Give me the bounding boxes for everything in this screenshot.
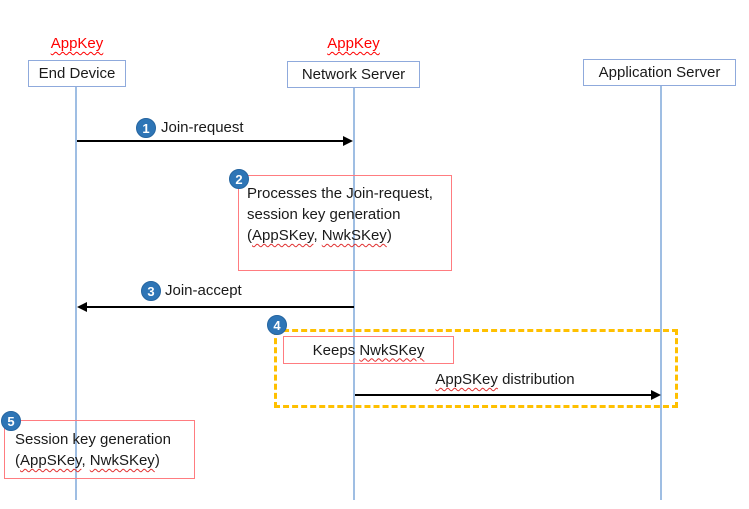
- process-note-line-3: (AppSKey, NwkSKey): [247, 225, 451, 246]
- join-request-label: Join-request: [161, 119, 244, 136]
- keeps-nwkskey-box: Keeps NwkSKey: [283, 336, 454, 364]
- paren-close: ): [154, 452, 160, 469]
- join-accept-arrowhead: [77, 302, 87, 312]
- process-note-line-2: session key generation: [247, 206, 401, 223]
- paren-open: (: [247, 227, 252, 244]
- step-3-badge: 3: [141, 281, 161, 301]
- session-key-note-box: Session key generation (AppSKey, NwkSKey…: [4, 420, 195, 479]
- actor-box-network-server: Network Server: [287, 61, 420, 88]
- appskey-term: AppSKey: [20, 452, 82, 469]
- lifeline-application-server: [660, 86, 662, 500]
- session-note-line-2: (AppSKey, NwkSKey): [15, 450, 194, 471]
- keeps-nwkskey-text: Keeps NwkSKey: [313, 342, 425, 359]
- step-1-badge: 1: [136, 118, 156, 138]
- appskey-term: AppSKey: [252, 227, 314, 244]
- appskey-distribution-label: AppSKey distribution: [355, 371, 655, 388]
- separator: ,: [81, 452, 90, 469]
- join-accept-label: Join-accept: [165, 282, 242, 299]
- appkey-label-end-device: AppKey: [50, 35, 104, 52]
- appskey-term: AppSKey: [435, 371, 498, 388]
- paren-open: (: [15, 452, 20, 469]
- step-4-badge: 4: [267, 315, 287, 335]
- process-note-line-1: Processes the Join-request,: [247, 185, 433, 202]
- join-accept-arrow-line: [87, 306, 354, 308]
- process-note-box: Processes the Join-request, session key …: [238, 175, 452, 271]
- actor-box-application-server: Application Server: [583, 59, 736, 86]
- appskey-distribution-arrowhead: [651, 390, 661, 400]
- session-note-line-1: Session key generation: [15, 431, 171, 448]
- actor-box-end-device: End Device: [28, 60, 126, 87]
- key-distribution-group-box: [274, 329, 678, 408]
- actor-label-end-device: End Device: [38, 65, 116, 82]
- nwkskey-term: NwkSKey: [359, 341, 425, 359]
- actor-label-application-server: Application Server: [598, 64, 721, 81]
- actor-label-network-server: Network Server: [301, 66, 406, 83]
- nwkskey-term: NwkSKey: [89, 452, 155, 469]
- distribution-suffix: distribution: [497, 371, 575, 388]
- keeps-prefix: Keeps: [312, 341, 360, 359]
- appkey-label-network-server: AppKey: [327, 35, 380, 52]
- step-2-badge: 2: [229, 169, 249, 189]
- paren-close: ): [386, 227, 392, 244]
- step-5-badge: 5: [1, 411, 21, 431]
- join-request-arrowhead: [343, 136, 353, 146]
- lifeline-network-server: [353, 88, 355, 500]
- appskey-distribution-arrow-line: [355, 394, 651, 396]
- nwkskey-term: NwkSKey: [321, 227, 387, 244]
- lifeline-end-device: [75, 87, 77, 500]
- join-request-arrow-line: [77, 140, 343, 142]
- separator: ,: [313, 227, 322, 244]
